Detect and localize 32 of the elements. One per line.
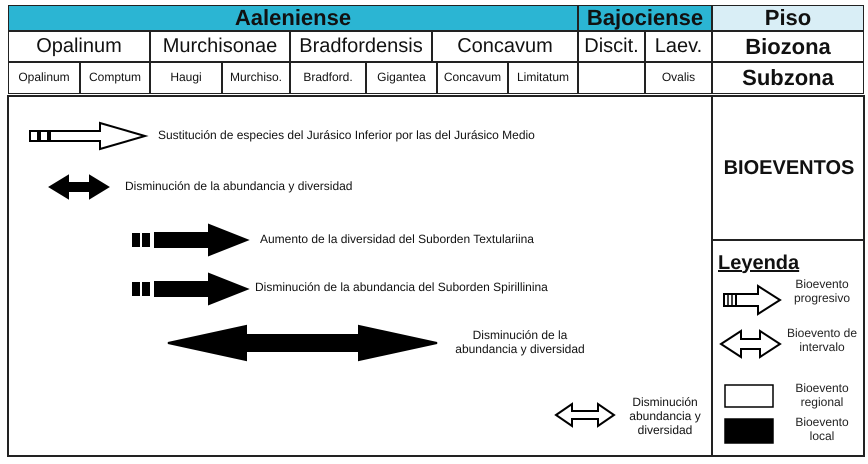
- subzone-name: Limitatum: [508, 62, 578, 94]
- legend-label: Bioevento progresivo: [792, 276, 852, 307]
- subzone-name: Comptum: [80, 62, 150, 94]
- biozone-name: Murchisonae: [150, 31, 290, 62]
- subzone-name: Bradford.: [290, 62, 366, 94]
- subzone-name: Haugi: [150, 62, 222, 94]
- column-heading: Subzona: [712, 62, 864, 94]
- event-description: Aumento de la diversidad del Suborden Textulariina: [260, 231, 535, 248]
- subzone-name: Murchiso.: [222, 62, 290, 94]
- biozone-name: Concavum: [432, 31, 578, 62]
- legend-label: Bioevento de intervalo: [786, 325, 858, 356]
- column-heading: Piso: [712, 5, 864, 31]
- stage-name: Bajociense: [578, 5, 712, 31]
- subzone-name: Opalinum: [8, 62, 80, 94]
- subzone-name: Gigantea: [366, 62, 437, 94]
- subzone-name: Concavum: [437, 62, 508, 94]
- column-heading: Biozona: [712, 31, 864, 62]
- biozone-name: Laev.: [645, 31, 712, 62]
- stage-name: Aaleniense: [8, 5, 578, 31]
- biozone-name: Discit.: [578, 31, 645, 62]
- legend-label: Bioevento local: [794, 414, 850, 445]
- column-heading: BIOEVENTOS: [722, 156, 856, 180]
- legend-label: Bioevento regional: [794, 380, 850, 411]
- subzone-name: Ovalis: [645, 62, 712, 94]
- event-description: Disminución de la abundancia y diversidad: [454, 327, 586, 358]
- legend-heading: Leyenda: [718, 250, 800, 276]
- event-description: Disminución abundancia y diversidad: [628, 394, 702, 439]
- biozone-name: Opalinum: [8, 31, 150, 62]
- biozone-name: Bradfordensis: [290, 31, 432, 62]
- event-description: Disminución de la abundancia del Suborden Spirillinina: [255, 279, 549, 296]
- event-description: Sustitución de especies del Jurásico Inferior por las del Jurásico Medio: [158, 127, 536, 144]
- event-description: Disminución de la abundancia y diversidad: [125, 178, 354, 196]
